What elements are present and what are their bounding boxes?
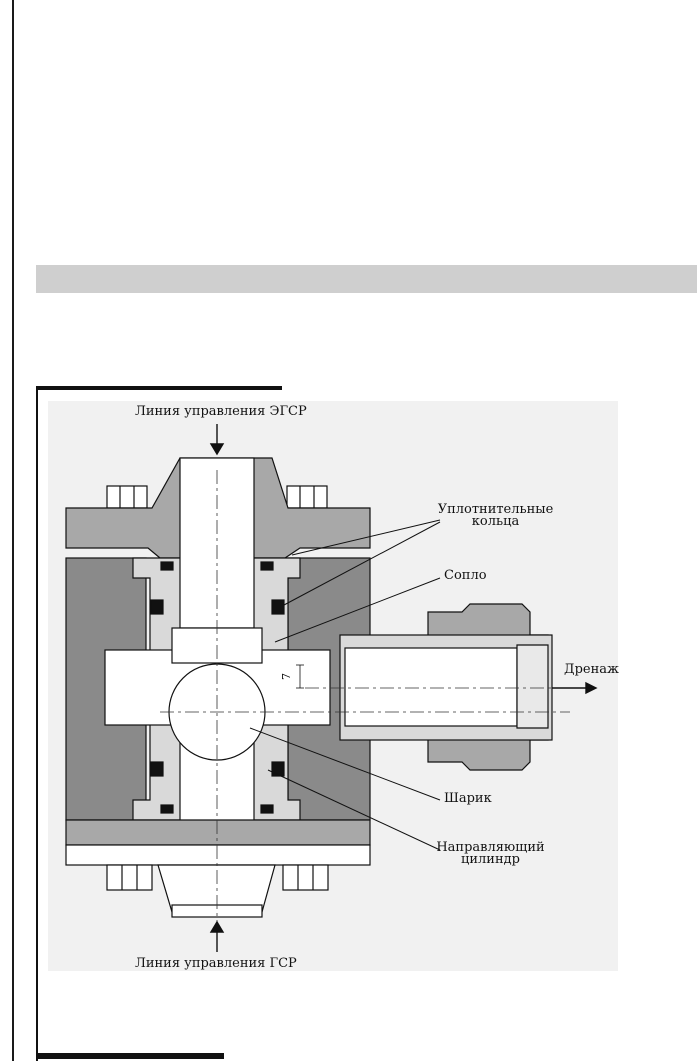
top-arrow-head	[209, 443, 225, 456]
seal-ring	[271, 761, 285, 777]
seal-ring	[150, 599, 164, 615]
drain-tip	[516, 644, 549, 729]
drain-label: Дренаж	[564, 662, 619, 677]
figure-bottom-rule	[36, 1053, 224, 1059]
seal-ring	[160, 804, 174, 814]
seal-rings-label-line1: Уплотнительные	[437, 502, 554, 517]
guide-cylinder-label-line2: цилиндр	[461, 852, 520, 867]
page-margin-rule	[12, 0, 14, 1061]
bottom-flange-gray	[65, 819, 371, 846]
nozzle-label: Сопло	[444, 568, 487, 583]
bottom-right-bolt	[282, 864, 329, 891]
figure-top-rule	[36, 386, 282, 390]
drain-bore	[344, 647, 518, 727]
seal-ring	[160, 561, 174, 571]
bottom-arrow-head	[209, 920, 225, 933]
bottom-flange	[65, 844, 371, 866]
section-header-band	[36, 265, 697, 293]
bottom-left-bolt	[106, 864, 153, 891]
seal-ring	[150, 761, 164, 777]
seal-ring	[271, 599, 285, 615]
dimension-label: 7	[280, 673, 293, 680]
seal-rings-label-line2: кольца	[471, 514, 520, 529]
figure-left-rule	[36, 386, 38, 1061]
seal-ring	[260, 804, 274, 814]
bottom-control-line-label: Линия управления ГСР	[135, 956, 297, 971]
top-left-bolt	[106, 485, 148, 509]
seal-ring	[260, 561, 274, 571]
drain-arrow-head	[585, 681, 598, 695]
guide-cylinder-label-line1: Направляющий	[436, 840, 545, 855]
ball-label: Шарик	[444, 791, 492, 806]
top-control-line-label: Линия управления ЭГСР	[135, 404, 307, 419]
top-right-bolt	[286, 485, 328, 509]
